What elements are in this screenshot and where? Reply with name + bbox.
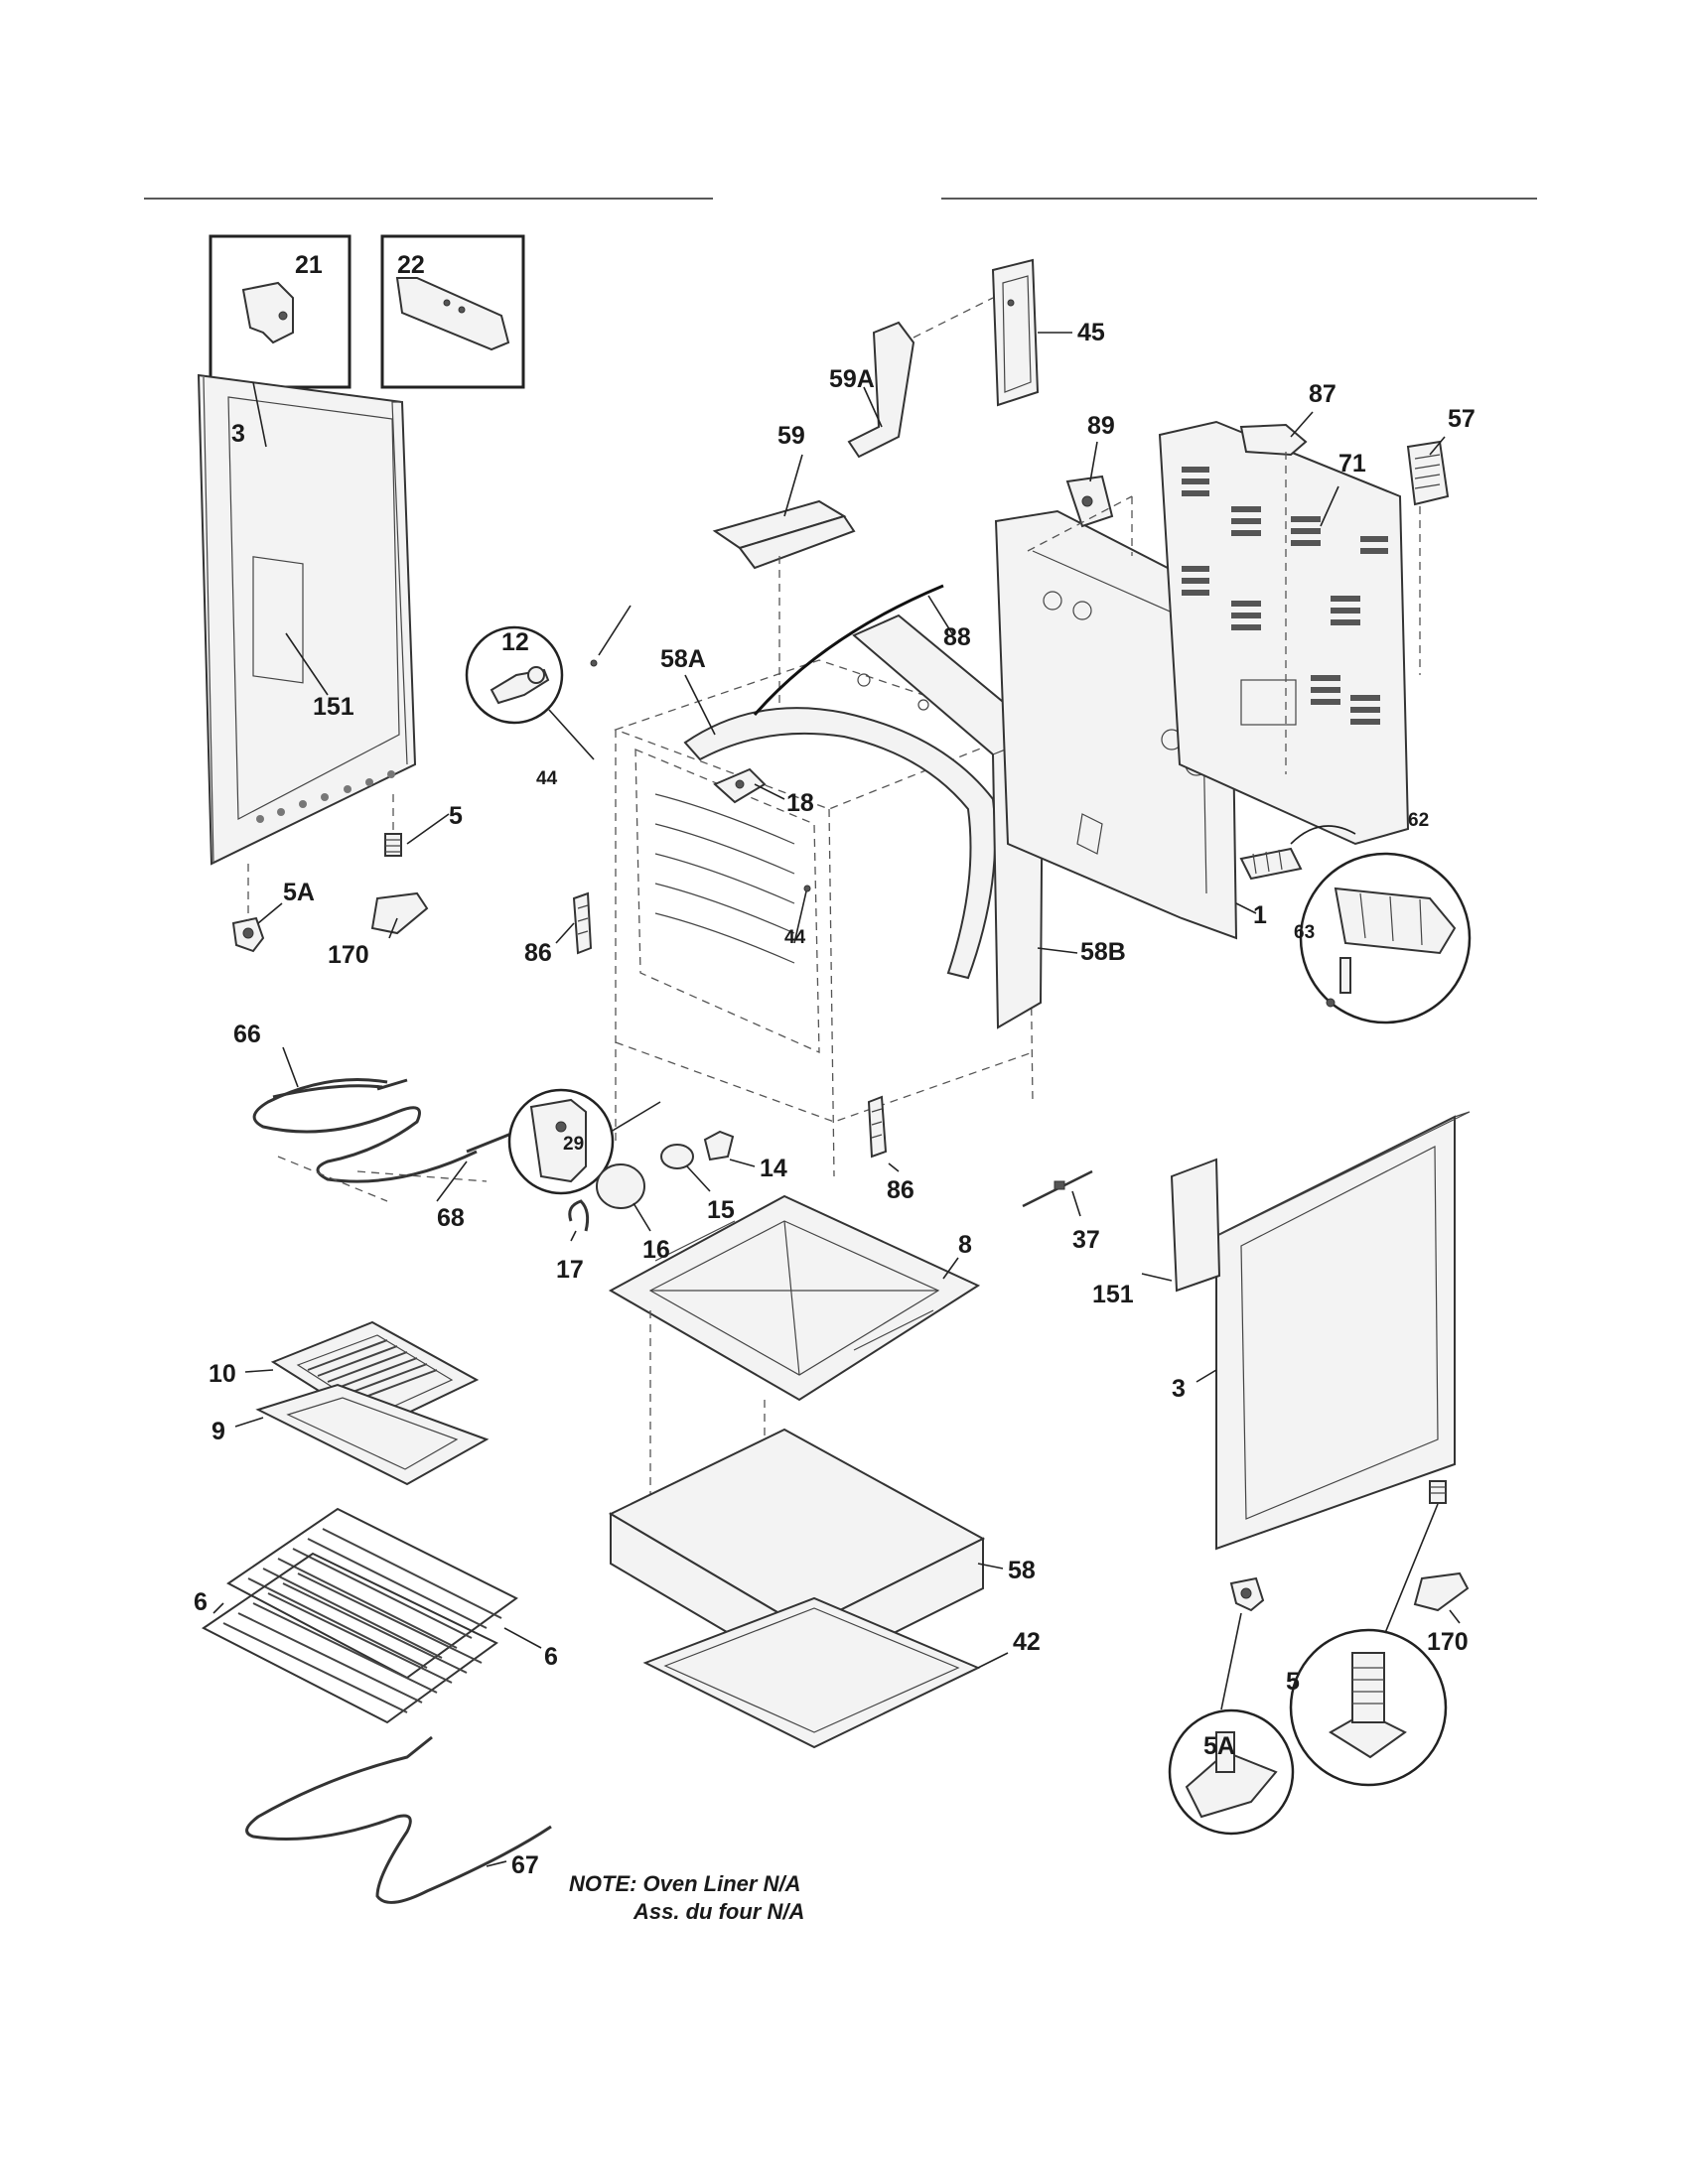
inset-part-21 [209,234,352,389]
label-151-right: 151 [1092,1281,1134,1308]
inset-part-12 [465,625,595,760]
label-44-upper: 44 [536,768,558,789]
label-89: 89 [1087,412,1115,440]
hinge-receiver-170-right [1413,1571,1470,1612]
label-15: 15 [707,1196,735,1224]
label-66: 66 [233,1021,261,1048]
hinge-screw-5-left [384,833,402,857]
label-3-right: 3 [1172,1375,1186,1403]
label-44-lower: 44 [784,927,806,948]
label-6-upper: 6 [194,1588,208,1616]
note-line-2: Ass. du four N/A [633,1899,804,1924]
label-17: 17 [556,1256,584,1284]
label-59: 59 [777,422,805,450]
broil-pan-9 [255,1383,490,1486]
label-170-right: 170 [1427,1628,1469,1656]
label-6-lower: 6 [544,1643,558,1671]
oven-cavity-58A [614,659,1034,1177]
vent-duct-59 [712,499,856,570]
label-16: 16 [642,1236,670,1264]
label-29: 29 [563,1134,584,1155]
label-8: 8 [958,1231,972,1259]
label-12: 12 [501,628,529,656]
light-clip-17 [568,1199,590,1232]
oven-rack-6-lower [202,1552,498,1724]
rear-panel-71 [1158,420,1410,846]
label-14: 14 [760,1155,787,1182]
label-1: 1 [1253,901,1267,929]
hinge-receiver-170-left [370,891,429,935]
note-line-1: NOTE: Oven Liner N/A [569,1871,800,1896]
oven-door-left [197,373,417,866]
bake-element-67 [245,1735,552,1904]
label-22: 22 [397,251,425,279]
label-170-left: 170 [328,941,369,969]
inset-part-29 [507,1088,615,1195]
label-151-left: 151 [313,693,354,721]
label-62: 62 [1408,810,1429,831]
label-88: 88 [943,623,971,651]
light-lens-16 [596,1163,645,1209]
hinge-5A-left [231,916,265,953]
label-5A-right: 5A [1203,1732,1235,1760]
terminal-block-62 [1239,847,1303,881]
inset-part-5A [1168,1708,1295,1836]
inset-part-22 [380,234,525,389]
rack-support-86-right [867,1095,888,1159]
label-58B: 58B [1080,938,1126,966]
label-57: 57 [1448,405,1476,433]
label-18: 18 [786,789,814,817]
label-3-left: 3 [231,420,245,448]
oven-bottom-8 [608,1194,981,1402]
label-71: 71 [1338,450,1366,478]
label-5-right: 5 [1286,1668,1300,1696]
wire-88 [753,584,944,716]
hinge-5A-right [1229,1576,1265,1612]
label-21: 21 [295,251,323,279]
label-63: 63 [1294,922,1315,943]
label-42: 42 [1013,1628,1041,1656]
oven-door-right [1215,1111,1471,1551]
vent-box-45 [991,258,1040,407]
oven-rack-6-upper [226,1507,518,1680]
label-87: 87 [1309,380,1336,408]
label-5-left: 5 [449,802,463,830]
label-45: 45 [1077,319,1105,346]
broil-element-66 [252,1078,517,1183]
bottom-pan-42 [642,1596,981,1749]
label-10: 10 [209,1360,236,1388]
light-socket-18 [713,767,767,804]
inset-part-62 [1299,852,1472,1024]
label-58: 58 [1008,1557,1036,1584]
door-liner-151-right [1170,1158,1221,1293]
label-9: 9 [211,1418,225,1445]
label-59A: 59A [829,365,875,393]
rack-support-86-left [572,891,593,955]
hinge-screw-5-right [1429,1480,1447,1504]
light-receptacle-14 [703,1130,735,1161]
vent-duct-59A [847,321,915,459]
label-37: 37 [1072,1226,1100,1254]
wire-harness-37 [1022,1169,1093,1208]
label-86-right: 86 [887,1176,914,1204]
cover-plate-87 [1239,423,1308,457]
inset-part-5 [1289,1628,1448,1787]
label-68: 68 [437,1204,465,1232]
light-bulb-15 [660,1144,694,1169]
label-86-left: 86 [524,939,552,967]
cover-plate-57 [1406,440,1450,506]
label-5A-left: 5A [283,879,315,906]
label-67: 67 [511,1851,539,1879]
label-58A: 58A [660,645,706,673]
